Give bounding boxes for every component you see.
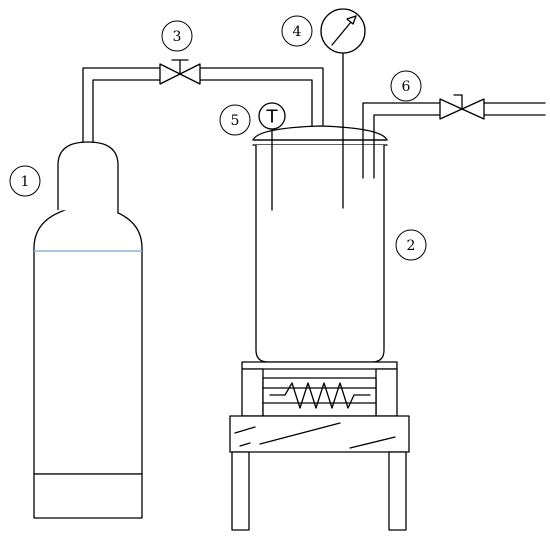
label-1: 1 [9, 165, 41, 197]
inlet-pipe [82, 67, 324, 143]
thermometer-symbol: T [266, 107, 279, 128]
stand-leg-left [231, 451, 250, 531]
label-4-text: 4 [293, 24, 302, 40]
heater-stand [229, 361, 410, 531]
outlet-pipe [362, 102, 546, 179]
stand-beam [229, 415, 410, 453]
reactor-vessel [252, 125, 388, 363]
cylinder-neck [57, 141, 119, 213]
heating-coil [269, 382, 371, 409]
gas-cylinder [33, 141, 143, 519]
label-5: 5 [219, 104, 251, 136]
cylinder-body [33, 204, 143, 475]
label-2: 2 [395, 229, 427, 261]
label-3: 3 [161, 20, 193, 52]
label-2-text: 2 [407, 238, 416, 254]
label-6-text: 6 [402, 79, 411, 95]
label-1-text: 1 [21, 174, 30, 190]
label-4: 4 [281, 15, 313, 47]
outlet-valve [439, 94, 485, 120]
pressure-gauge [320, 8, 366, 209]
thermometer-head [258, 102, 286, 130]
inlet-valve [159, 59, 201, 85]
label-5-text: 5 [231, 113, 240, 129]
cylinder-base [33, 473, 143, 519]
stand-leg-right [388, 451, 407, 531]
vessel-body [255, 145, 385, 363]
gauge-arrow-head [346, 15, 357, 25]
label-6: 6 [390, 70, 422, 102]
label-3-text: 3 [173, 29, 182, 45]
vessel-lid [252, 125, 388, 141]
thermometer: T [258, 102, 286, 211]
